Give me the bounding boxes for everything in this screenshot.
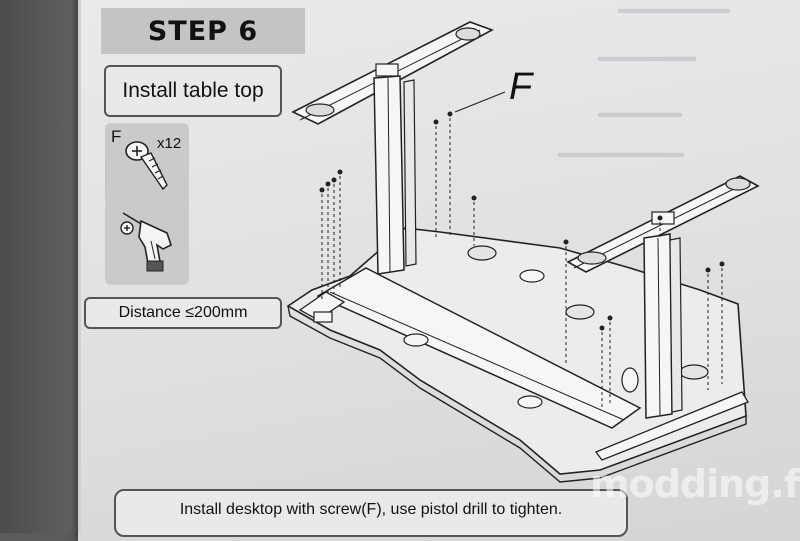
screw-quantity: x12 xyxy=(157,135,182,152)
step-badge: STEP 6 xyxy=(101,8,305,54)
bracket-pad xyxy=(455,27,481,41)
screw-guide xyxy=(657,215,663,238)
screw-icon xyxy=(125,141,168,191)
cable-hole xyxy=(467,245,497,261)
frame-crossbar xyxy=(316,267,642,429)
bleed-through-text: ▬▬▬▬▬▬ xyxy=(598,104,682,120)
leg-cap xyxy=(651,211,675,225)
task-title: Install table top xyxy=(122,79,264,102)
instruction-text: Install desktop with screw(F), use pisto… xyxy=(179,501,563,518)
screw-guide xyxy=(705,267,711,390)
watermark: modding.fr xyxy=(590,462,800,506)
screw-guide xyxy=(337,169,343,290)
mount-clip xyxy=(403,333,429,347)
bracket-pad xyxy=(577,251,607,265)
bracket-pad xyxy=(725,177,751,191)
step-title: STEP 6 xyxy=(147,15,259,47)
bracket-pad xyxy=(305,103,335,117)
bleed-through-text: ▬▬▬▬▬▬▬▬ xyxy=(618,0,730,16)
foot-rail-right xyxy=(594,391,749,461)
crossbar-end xyxy=(298,291,346,321)
drill-tool-box xyxy=(105,201,189,285)
cable-hole xyxy=(565,304,595,320)
crossbar-groove xyxy=(329,291,625,421)
screw-guide xyxy=(331,177,337,294)
motor-housing xyxy=(621,367,639,393)
screw-guide xyxy=(563,239,569,364)
callout-leader-line xyxy=(454,91,506,113)
sheet-edge xyxy=(78,0,81,533)
right-leg-column xyxy=(643,233,673,419)
cable-hole xyxy=(679,364,709,380)
distance-box: Distance ≤200mm xyxy=(84,297,282,329)
distance-text: Distance ≤200mm xyxy=(118,304,248,321)
mount-clip xyxy=(519,269,545,283)
desk-surface-left xyxy=(0,0,82,533)
mount-clip xyxy=(313,311,333,323)
table-top-edge xyxy=(287,305,747,483)
screw-part-label: F xyxy=(111,127,122,146)
screw-guide xyxy=(319,187,325,300)
mount-clip xyxy=(517,395,543,409)
screw-guide xyxy=(433,119,439,240)
screw-guide xyxy=(325,181,331,296)
screw-guide xyxy=(719,261,725,384)
task-title-box: Install table top xyxy=(104,65,282,117)
screw-guide xyxy=(599,325,605,410)
screw-guide xyxy=(447,111,453,236)
screw-guide xyxy=(471,195,477,246)
instruction-box: Install desktop with screw(F), use pisto… xyxy=(114,489,628,537)
screw-callout-label: F xyxy=(509,66,533,108)
leg-cap xyxy=(375,63,399,77)
screw-guide xyxy=(607,315,613,406)
bleed-through-text: ▬▬▬▬▬▬▬▬▬ xyxy=(558,144,684,160)
bleed-through-text: ▬▬▬▬▬▬▬ xyxy=(598,48,696,64)
pistol-drill-icon xyxy=(120,212,172,272)
screw-part-box: F x12 xyxy=(105,123,189,207)
